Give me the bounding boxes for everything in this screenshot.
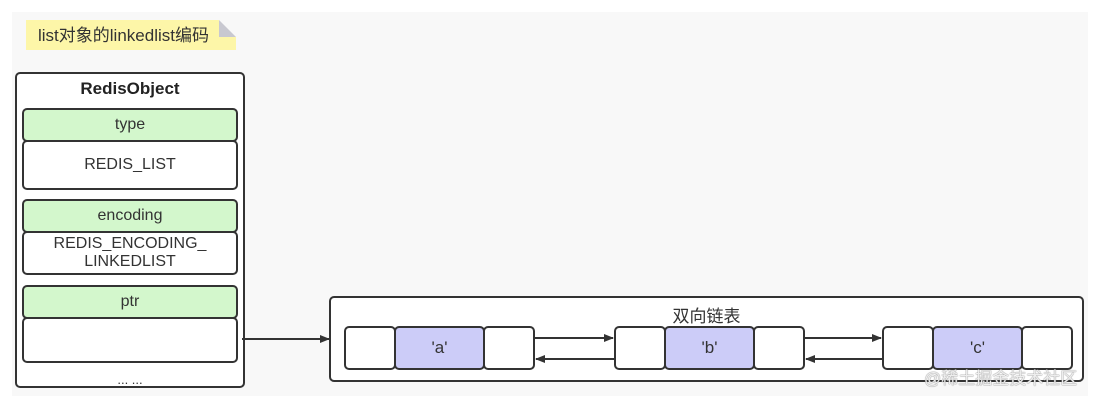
node-c-value: 'c' [932, 326, 1023, 370]
encoding-value-line1: REDIS_ENCODING_ [53, 235, 207, 252]
linked-list-title: 双向链表 [672, 307, 741, 326]
title-note: list对象的linkedlist编码 [26, 20, 236, 50]
node-c-next-pointer [1021, 326, 1073, 370]
more-fields-ellipsis: ... ... [117, 372, 143, 387]
note-folded-corner [219, 20, 236, 37]
encoding-value-line2: LINKEDLIST [84, 253, 176, 270]
field-type-label: type [22, 108, 238, 142]
node-a-next-pointer [483, 326, 535, 370]
node-b-value: 'b' [664, 326, 755, 370]
watermark: @稀土掘金技术社区 [924, 369, 1078, 388]
field-ptr-value [22, 317, 238, 363]
redis-object-box: RedisObject type REDIS_LIST encoding RED… [15, 72, 245, 388]
field-encoding-label: encoding [22, 199, 238, 233]
field-encoding-value: REDIS_ENCODING_ LINKEDLIST [22, 231, 238, 275]
node-b-prev-pointer [614, 326, 666, 370]
field-ptr-label: ptr [22, 285, 238, 319]
field-type-value: REDIS_LIST [22, 140, 238, 190]
node-b-next-pointer [753, 326, 805, 370]
node-a-value: 'a' [394, 326, 485, 370]
redis-object-title: RedisObject [80, 79, 180, 98]
